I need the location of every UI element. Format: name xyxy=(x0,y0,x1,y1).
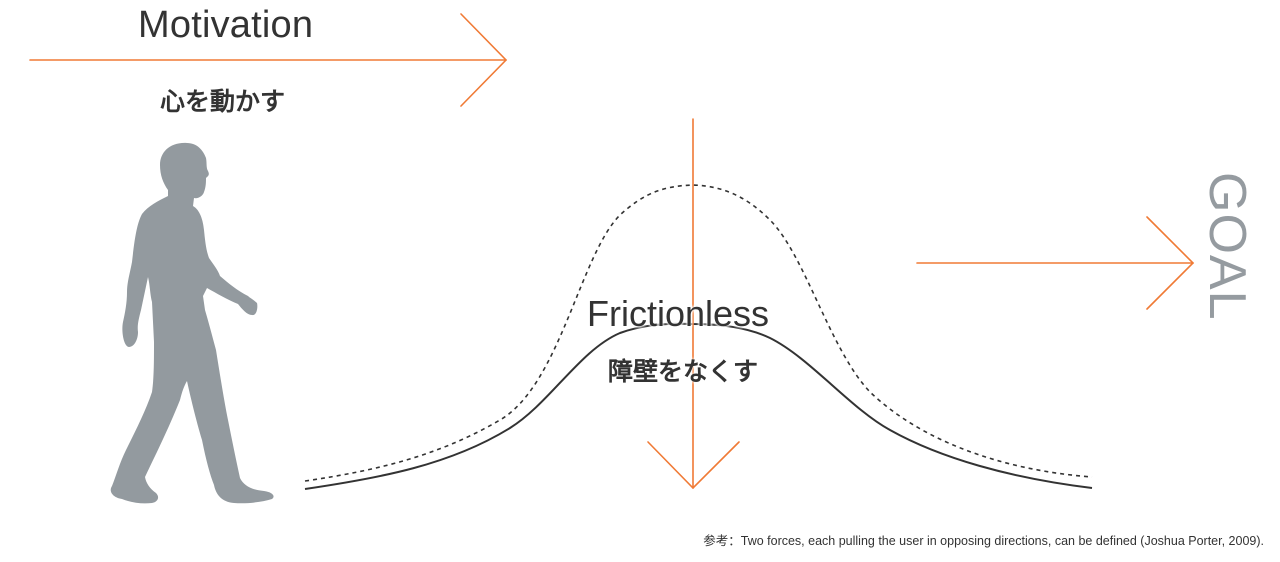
friction-subtitle: 障壁をなくす xyxy=(608,357,759,386)
solid-barrier-curve xyxy=(304,322,1093,490)
dashed-barrier-curve xyxy=(304,184,1093,482)
motivation-subtitle: 心を動かす xyxy=(160,87,286,116)
walking-person-icon xyxy=(110,142,274,504)
goal-label: GOAL xyxy=(1198,172,1256,321)
motivation-title: Motivation xyxy=(138,4,314,46)
friction-arrow-icon xyxy=(647,118,740,490)
friction-title: Frictionless xyxy=(587,293,770,334)
motivation-arrow-icon xyxy=(29,13,508,107)
goal-arrow-icon xyxy=(916,216,1195,310)
reference-caption: 参考：Two forces, each pulling the user in … xyxy=(703,534,1264,548)
